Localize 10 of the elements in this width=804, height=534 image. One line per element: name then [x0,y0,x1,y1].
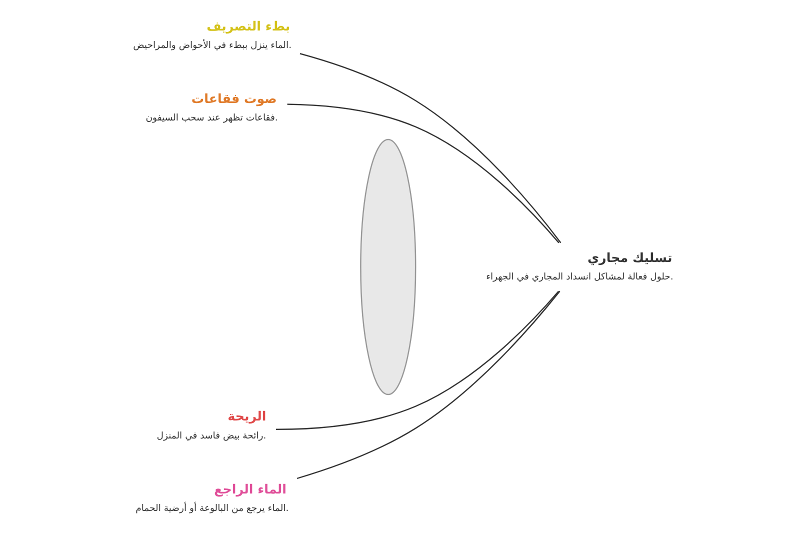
connector [299,53,561,244]
node-text: بطء التصريف الماء ينزل ببطء في الأحواض والمراحيض. [132,18,292,52]
node-text: الماء الراجع الماء يرجع من البالوعة أو أرضية الحمام. [135,481,288,514]
node-text: تسليك مجاري حلول فعالة لمشاكل انسداد المجاري في الجهراء. [486,250,673,282]
node-ellipse [360,138,416,396]
node-text: صوت فقاعات فقاعات تظهر عند سحب السيفون. [145,91,278,124]
connector [286,104,559,244]
node-text: الريحة رائحة بيض فاسد في المنزل. [156,408,266,442]
connector [275,290,559,430]
connector [296,290,560,480]
